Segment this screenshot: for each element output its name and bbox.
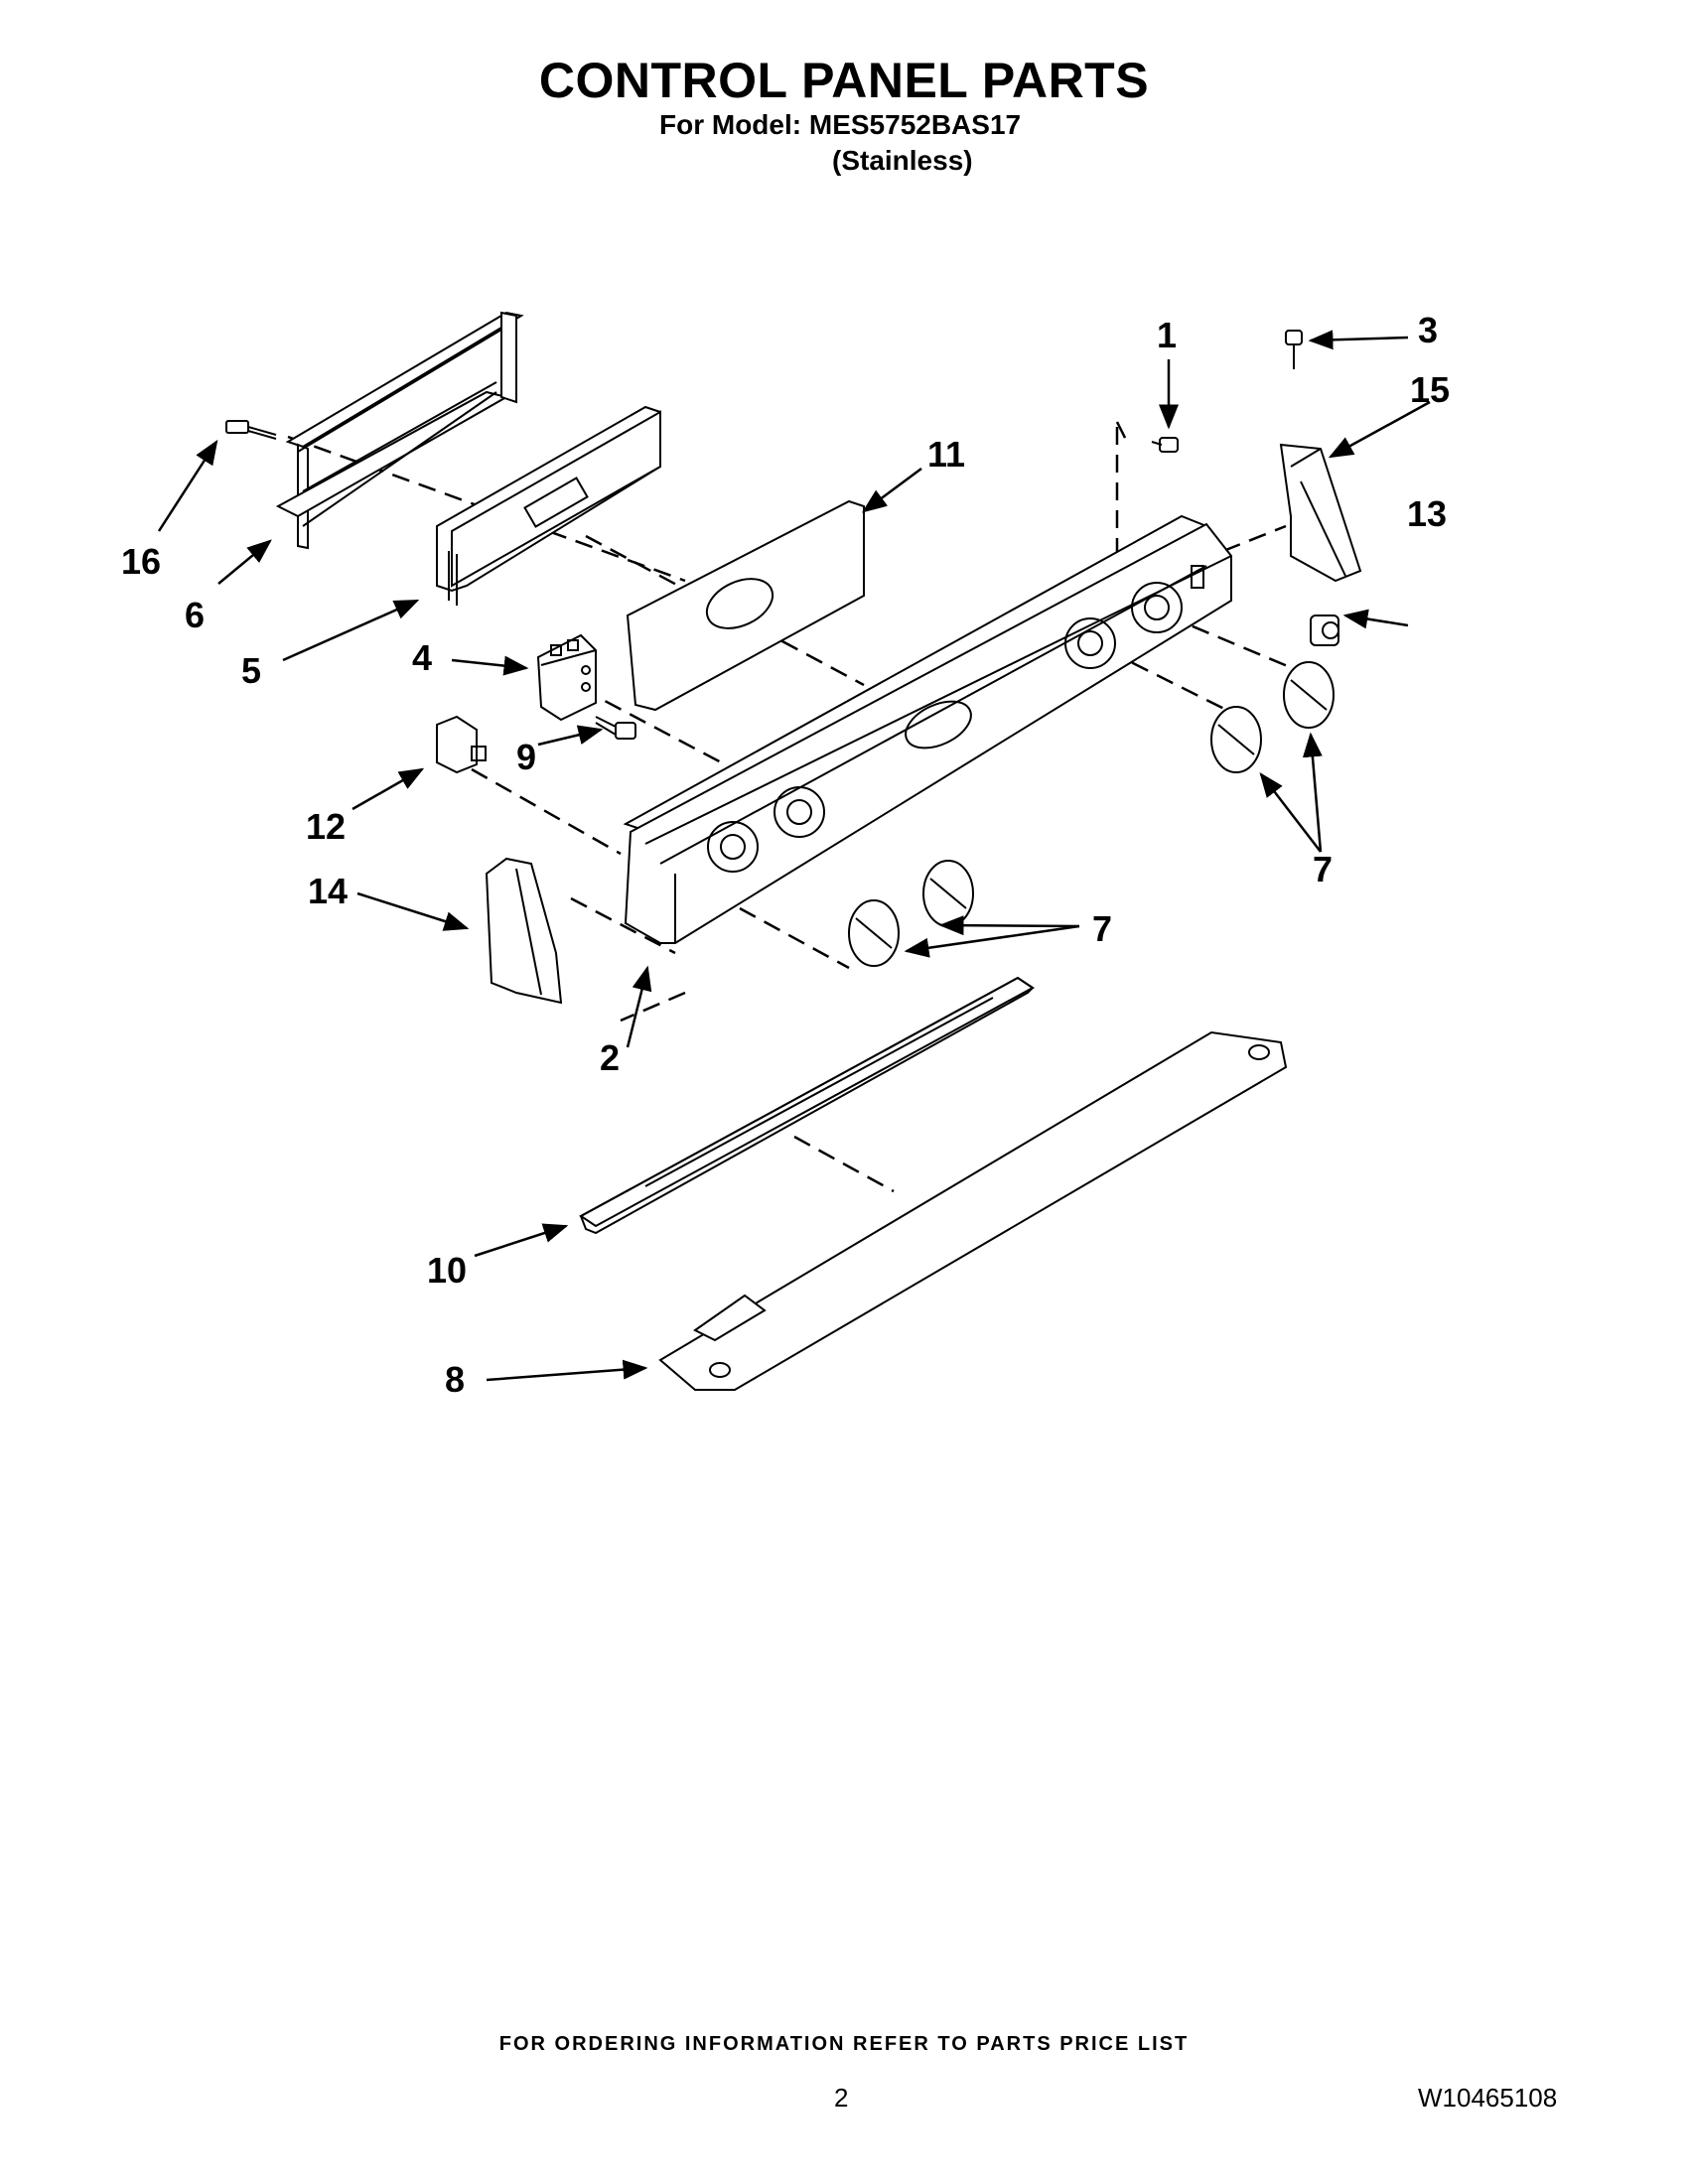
callout-2: 2 bbox=[600, 1037, 620, 1078]
page-number: 2 bbox=[834, 2083, 849, 2113]
part-7-knobs bbox=[848, 661, 1335, 967]
callout-7a: 7 bbox=[1092, 908, 1112, 949]
part-8-bottom-trim bbox=[658, 1030, 1288, 1391]
callout-12: 12 bbox=[306, 806, 346, 847]
callout-8: 8 bbox=[445, 1359, 465, 1400]
callout-labels: 1 2 3 4 5 6 7 7 8 9 10 11 12 13 14 15 16 bbox=[121, 310, 1450, 1400]
part-3-screw bbox=[1285, 330, 1303, 369]
document-number: W10465108 bbox=[1418, 2083, 1558, 2113]
callout-15: 15 bbox=[1410, 369, 1450, 410]
part-9-screw bbox=[595, 716, 636, 740]
callout-10: 10 bbox=[427, 1250, 467, 1291]
leader-arrows bbox=[157, 330, 1431, 1382]
part-16-screw bbox=[225, 420, 277, 440]
callout-4: 4 bbox=[412, 637, 432, 678]
part-13-indicator bbox=[1310, 614, 1339, 646]
callout-13: 13 bbox=[1407, 493, 1447, 534]
model-line: For Model: MES5752BAS17 bbox=[659, 109, 1022, 140]
finish-line: (Stainless) bbox=[832, 145, 973, 176]
part-11-cover-film bbox=[626, 499, 865, 712]
part-4-switch bbox=[536, 633, 597, 722]
callout-3: 3 bbox=[1418, 310, 1438, 350]
callout-11: 11 bbox=[927, 434, 965, 475]
callout-14: 14 bbox=[308, 871, 348, 911]
page-title: CONTROL PANEL PARTS bbox=[538, 53, 1150, 108]
part-1-screw bbox=[1151, 437, 1179, 453]
part-10-strip bbox=[579, 976, 1035, 1235]
part-12-component bbox=[436, 715, 487, 774]
ordering-note: FOR ORDERING INFORMATION REFER TO PARTS … bbox=[498, 2033, 1190, 2055]
callout-7b: 7 bbox=[1313, 849, 1333, 889]
callout-16: 16 bbox=[121, 541, 161, 582]
callout-6: 6 bbox=[185, 595, 205, 635]
part-5-panel bbox=[436, 405, 661, 606]
callout-1: 1 bbox=[1157, 315, 1177, 355]
part-14-end-cap bbox=[485, 857, 563, 1005]
part-15-end-bracket bbox=[1279, 443, 1362, 583]
part-6-bracket bbox=[275, 311, 524, 550]
callout-9: 9 bbox=[516, 737, 536, 777]
callout-5: 5 bbox=[241, 650, 261, 691]
part-2-console bbox=[623, 514, 1232, 944]
